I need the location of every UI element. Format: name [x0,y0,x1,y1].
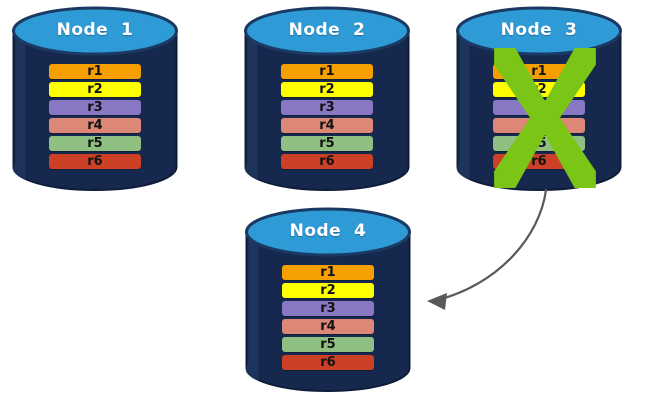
row-r2: r2 [493,82,585,97]
row-r3: r3 [281,100,373,115]
row-r6: r6 [493,154,585,169]
row-r6: r6 [282,355,374,370]
row-r4: r4 [282,319,374,334]
row-r4: r4 [493,118,585,133]
node-4-rows: r1 r2 r3 r4 r5 r6 [245,265,411,370]
row-r3: r3 [282,301,374,316]
node-2-top-disc [244,6,410,56]
row-r2: r2 [49,82,141,97]
node-1-body-highlight [12,31,26,180]
row-r4: r4 [281,118,373,133]
row-r1: r1 [282,265,374,280]
node-4-top-disc [245,207,411,257]
node-1-rows: r1 r2 r3 r4 r5 r6 [12,64,178,169]
row-r1: r1 [493,64,585,79]
row-r5: r5 [493,136,585,151]
row-r5: r5 [281,136,373,151]
node-2-body-highlight [244,31,258,180]
row-r1: r1 [49,64,141,79]
node-1-top-disc [12,6,178,56]
node-3-top-disc [456,6,622,56]
node-2-rows: r1 r2 r3 r4 r5 r6 [244,64,410,169]
row-r5: r5 [282,337,374,352]
node-3-rows: r1 r2 r3 r4 r5 r6 [456,64,622,169]
row-r1: r1 [281,64,373,79]
row-r3: r3 [493,100,585,115]
row-r5: r5 [49,136,141,151]
node-3-body-highlight [456,31,470,180]
row-r2: r2 [281,82,373,97]
node-4-body-highlight [245,232,259,381]
failover-arrow-head [427,293,447,310]
row-r2: r2 [282,283,374,298]
row-r6: r6 [281,154,373,169]
row-r4: r4 [49,118,141,133]
row-r6: r6 [49,154,141,169]
row-r3: r3 [49,100,141,115]
failover-arrow-path [432,188,548,303]
